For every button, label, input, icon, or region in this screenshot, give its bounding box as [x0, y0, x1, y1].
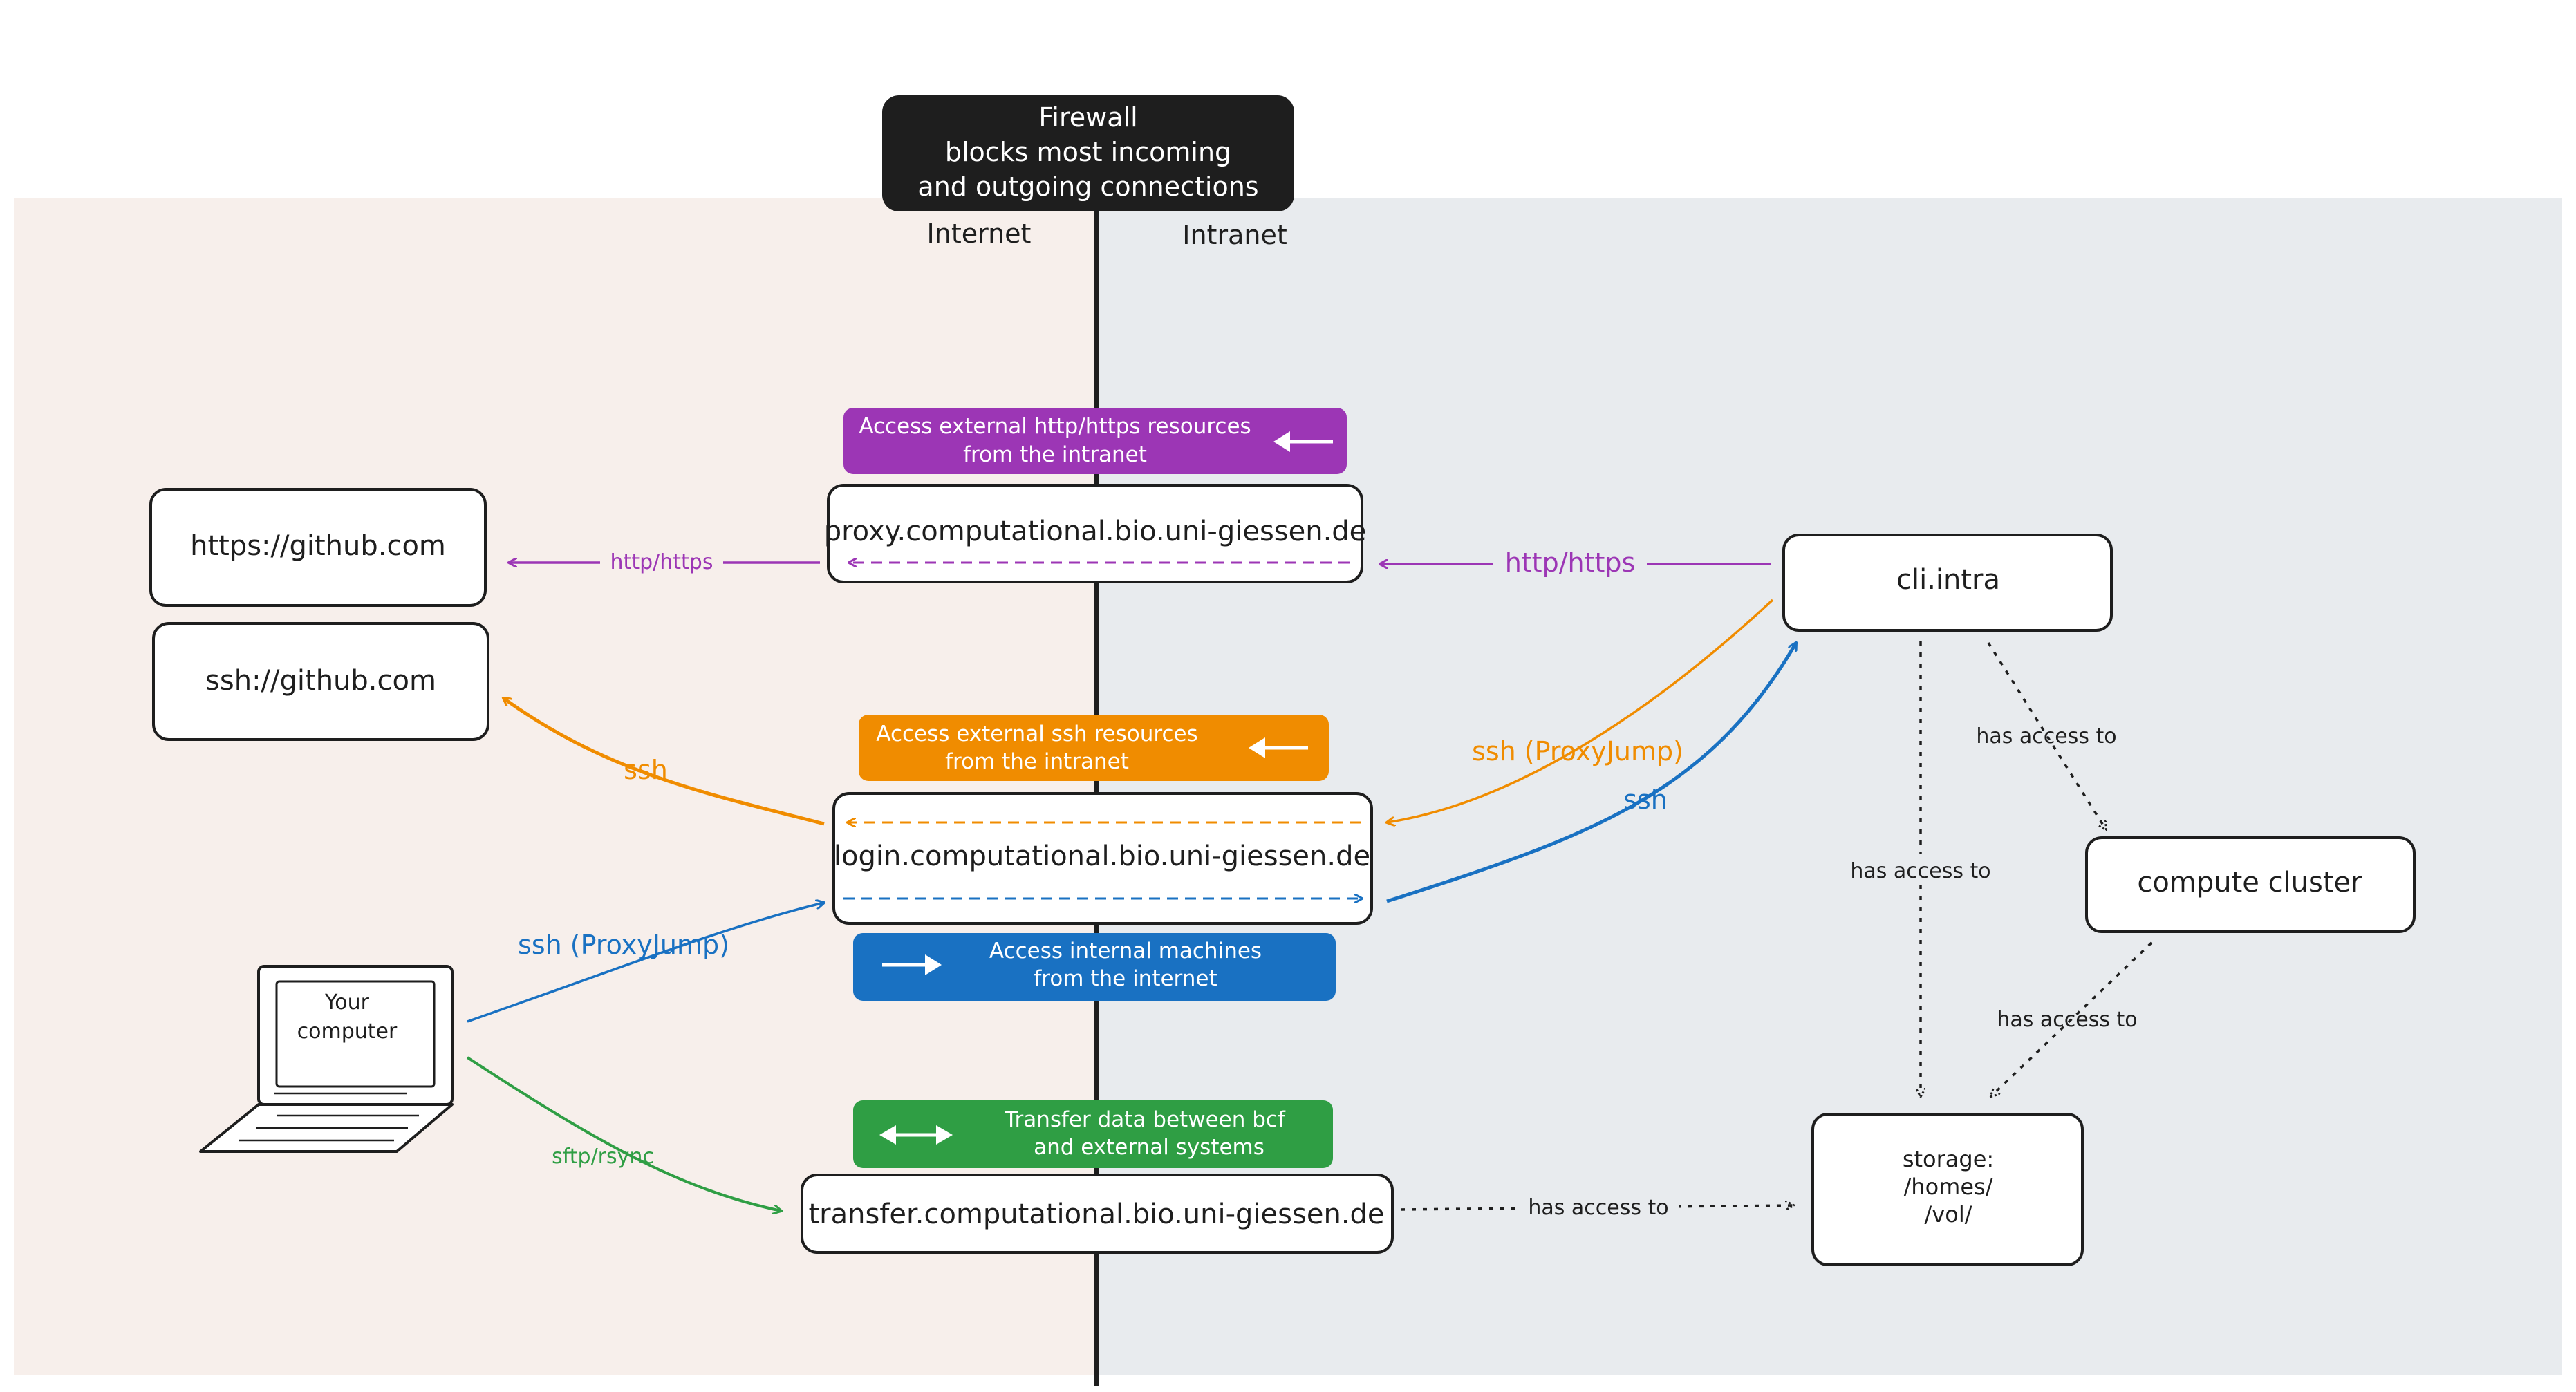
laptop-icon[interactable]: Your computer	[199, 965, 454, 1153]
laptop-label-line-2: computer	[297, 1019, 398, 1044]
banner-proxy-line-2: from the intranet	[963, 442, 1147, 467]
node-storage[interactable]: storage: /homes/ /vol/	[1811, 1113, 2084, 1266]
edge-label-login-cli: ssh	[1623, 784, 1668, 815]
edge-label-cli-cluster: has access to	[1976, 724, 2116, 749]
edge-login-cli-ssh	[1386, 643, 1798, 903]
banner-login-in: Access internal machines from the intern…	[853, 933, 1336, 1001]
arrow-left-icon	[1273, 431, 1333, 452]
edge-label-cli-proxy: http/https	[1505, 547, 1636, 578]
node-transfer-label: transfer.computational.bio.uni-giessen.d…	[808, 1198, 1384, 1230]
edge-label-cli-login: ssh (ProxyJump)	[1472, 736, 1683, 766]
node-cluster-label: compute cluster	[2137, 867, 2362, 899]
firewall-line-3: and outgoing connections	[917, 171, 1258, 202]
edge-cli-cluster	[1987, 642, 2106, 829]
banner-login-out-line-2: from the intranet	[945, 749, 1129, 774]
node-transfer[interactable]: transfer.computational.bio.uni-giessen.d…	[801, 1174, 1394, 1254]
banner-login-out-line-1: Access external ssh resources	[876, 722, 1197, 746]
node-proxy[interactable]: proxy.computational.bio.uni-giessen.de	[824, 484, 1367, 583]
edge-label-cli-storage: has access to	[1850, 859, 1990, 883]
node-cli-label: cli.intra	[1896, 564, 2000, 596]
edge-label-computer-login: ssh (ProxyJump)	[518, 930, 729, 960]
edge-computer-transfer	[466, 1056, 781, 1211]
firewall-line-1: Firewall	[1038, 102, 1137, 133]
arrow-right-icon	[882, 954, 942, 975]
banner-transfer-line-1: Transfer data between bcf	[1004, 1107, 1286, 1132]
laptop-label-line-1: Your	[324, 990, 370, 1015]
node-github-ssh-label: ssh://github.com	[205, 665, 436, 697]
edge-label-computer-transfer: sftp/rsync	[552, 1145, 654, 1169]
node-cluster[interactable]: compute cluster	[2085, 836, 2416, 933]
edge-computer-login	[467, 903, 824, 1023]
node-storage-line-1: storage:	[1903, 1146, 1994, 1172]
banner-login-out: Access external ssh resources from the i…	[859, 715, 1329, 781]
banner-proxy: Access external http/https resources fro…	[843, 408, 1347, 474]
arrow-both-icon	[879, 1125, 953, 1145]
edge-label-cluster-storage: has access to	[1997, 1008, 2137, 1032]
banner-proxy-line-1: Access external http/https resources	[859, 414, 1251, 439]
internet-label: Internet	[927, 218, 1032, 249]
node-github-https[interactable]: https://github.com	[149, 488, 487, 607]
banner-transfer: Transfer data between bcf and external s…	[853, 1100, 1333, 1168]
intranet-label: Intranet	[1182, 220, 1287, 250]
node-storage-line-3: /vol/	[1925, 1201, 1972, 1228]
node-github-https-label: https://github.com	[190, 530, 446, 562]
node-cli[interactable]: cli.intra	[1782, 534, 2113, 632]
edge-label-login-github: ssh	[624, 755, 668, 785]
edge-label-proxy-github: http/https	[610, 550, 713, 574]
edge-cli-login-proxyjump	[1387, 599, 1774, 822]
edge-login-github-ssh	[503, 698, 825, 826]
node-login-label: login.computational.bio.uni-giessen.de	[834, 840, 1370, 872]
firewall-box: Firewall blocks most incoming and outgoi…	[882, 95, 1294, 211]
node-storage-line-2: /homes/	[1904, 1174, 1993, 1200]
node-login[interactable]: login.computational.bio.uni-giessen.de	[832, 792, 1373, 925]
banner-login-in-line-2: from the internet	[1034, 966, 1217, 991]
firewall-line-2: blocks most incoming	[945, 137, 1231, 167]
arrow-left-icon	[1249, 737, 1308, 758]
edge-label-transfer-storage: has access to	[1528, 1196, 1668, 1220]
node-github-ssh[interactable]: ssh://github.com	[152, 622, 489, 741]
edge-cluster-storage	[1991, 941, 2153, 1096]
node-proxy-label: proxy.computational.bio.uni-giessen.de	[824, 516, 1367, 547]
banner-login-in-line-1: Access internal machines	[989, 939, 1262, 963]
banner-transfer-line-2: and external systems	[1034, 1135, 1264, 1160]
